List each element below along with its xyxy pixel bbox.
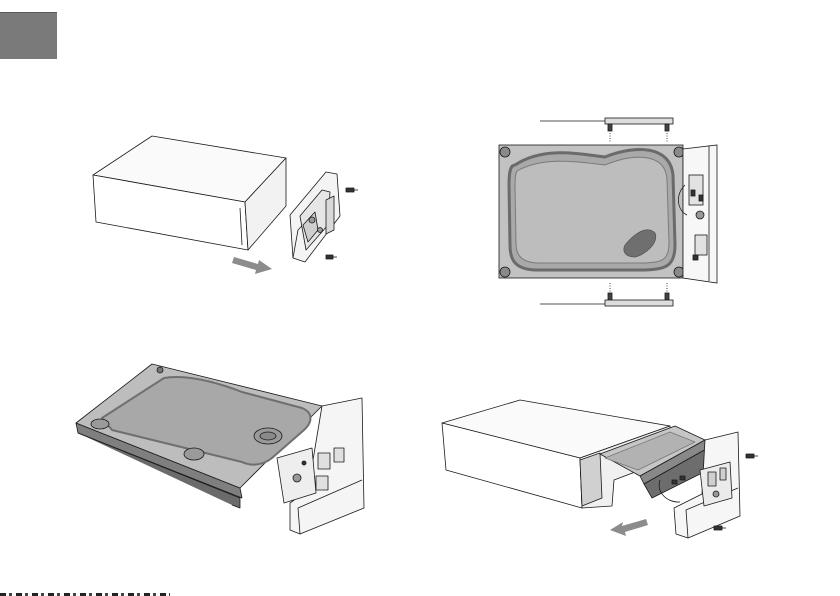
arrow-right-icon [232, 257, 272, 274]
illustration-enclosure-and-bracket [90, 130, 380, 280]
illustration-insert-drive [440, 398, 765, 548]
arrow-left-icon [610, 519, 648, 536]
illustration-drive-with-rails [495, 115, 730, 315]
page-tab [0, 12, 57, 59]
illustration-drive-on-bracket [72, 358, 372, 538]
